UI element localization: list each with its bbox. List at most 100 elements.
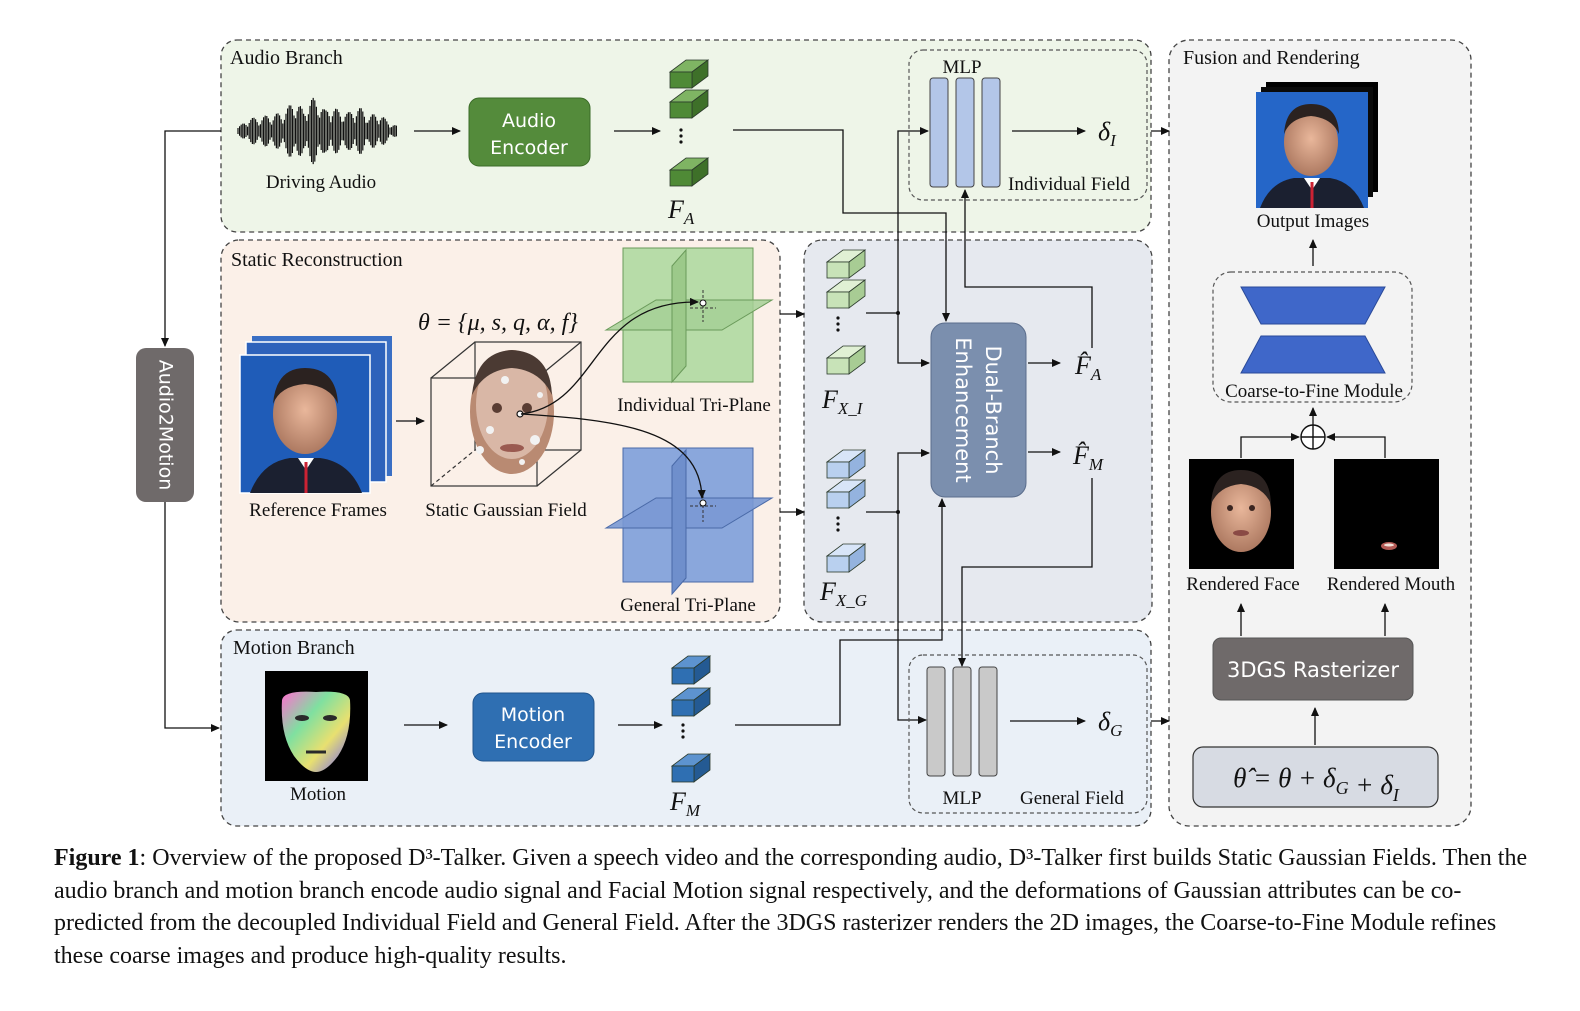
dual-branch-enhancement-box xyxy=(930,322,1027,498)
general-triplane-icon xyxy=(604,447,774,596)
mlp-layer xyxy=(929,77,949,188)
audio2motion-to-motion-line xyxy=(164,502,220,732)
motion-map-image xyxy=(265,671,368,781)
feature-cube xyxy=(670,655,712,685)
figure-caption: Figure 1: Overview of the proposed D³-Ta… xyxy=(54,842,1534,972)
individual-field-box xyxy=(908,49,1148,201)
mlp-bottom-label: MLP xyxy=(942,788,981,809)
fusion-rendering-title: Fusion and Rendering xyxy=(1183,47,1360,69)
rendered-mouth-image xyxy=(1334,459,1439,569)
rasterizer-label: 3DGS Rasterizer xyxy=(1227,658,1399,682)
fm-hat-label: F̂M xyxy=(1072,441,1104,474)
motion-feature-cubes xyxy=(670,655,712,783)
fxi-label: FX_I xyxy=(821,385,864,418)
general-field-label: General Field xyxy=(1020,788,1124,809)
coarse-to-fine-label: Coarse-to-Fine Module xyxy=(1225,381,1403,402)
audio-feature-cubes xyxy=(668,59,710,187)
driving-audio-label: Driving Audio xyxy=(266,172,376,193)
junction-dot xyxy=(896,311,900,315)
rasterizer-box xyxy=(1212,637,1414,701)
waveform-icon xyxy=(237,97,397,165)
mlp-layer xyxy=(981,77,1001,188)
motion-branch-title: Motion Branch xyxy=(233,637,355,659)
mlp-layer xyxy=(952,666,972,777)
architecture-diagram: Audio Branch Static Reconstruction Motio… xyxy=(136,39,1472,827)
audio-encoder-box xyxy=(468,97,591,167)
coarse-to-fine-box xyxy=(1212,271,1413,403)
individual-triplane-icon xyxy=(604,247,774,384)
rendered-mouth-label: Rendered Mouth xyxy=(1327,574,1456,595)
fxg-label: FX_G xyxy=(819,577,867,610)
motion-label: Motion xyxy=(290,784,346,805)
motion-encoder-line1: Motion xyxy=(501,704,565,726)
audio2motion-label: Audio2Motion xyxy=(155,360,177,491)
face-to-sum-line xyxy=(1240,433,1300,458)
audio-to-audio2motion-line xyxy=(161,130,221,347)
ellipsis-dots xyxy=(836,316,840,332)
ellipsis-dots xyxy=(836,516,840,532)
delta-i-label: δI xyxy=(1098,117,1117,150)
fm-to-dual-branch-line xyxy=(735,498,946,726)
motion-encoder-line2: Encoder xyxy=(494,731,572,753)
feature-cube xyxy=(668,59,710,89)
point-to-general-triplane-curve xyxy=(520,413,706,499)
point-to-individual-triplane-curve xyxy=(520,297,699,415)
feature-cube xyxy=(825,279,867,309)
fxi-to-dual-line xyxy=(866,312,930,367)
general-triplane-label: General Tri-Plane xyxy=(620,595,756,616)
output-image xyxy=(1256,92,1368,208)
feature-cube xyxy=(670,687,712,717)
fxg-to-mlp-bottom-line xyxy=(897,512,927,724)
rendered-face-image xyxy=(1189,459,1294,569)
caption-text: : Overview of the proposed D³-Talker. Gi… xyxy=(54,845,1528,969)
fxg-to-dual-line xyxy=(866,449,930,513)
fxi-feature-cubes xyxy=(825,249,867,375)
mlp-layer xyxy=(978,666,998,777)
fa-hat-to-mlp-top-line xyxy=(961,189,1093,348)
sum-icon xyxy=(1300,424,1326,450)
ellipsis-dots xyxy=(681,723,685,739)
feature-cube xyxy=(668,89,710,119)
audio-branch-panel xyxy=(220,39,1152,233)
mouth-to-sum-line xyxy=(1326,433,1386,458)
rendered-face-label: Rendered Face xyxy=(1186,574,1299,595)
motion-feature-label: FM xyxy=(669,787,701,820)
fxg-feature-cubes xyxy=(825,449,867,573)
dual-branch-line2: Enhancement xyxy=(951,337,975,482)
fm-hat-to-mlp-bottom-line xyxy=(958,478,1093,667)
individual-field-label: Individual Field xyxy=(1008,174,1130,195)
static-gaussian-field-label: Static Gaussian Field xyxy=(425,500,587,521)
audio-encoder-line1: Audio xyxy=(502,110,556,132)
feature-cube xyxy=(825,345,867,375)
output-images-label: Output Images xyxy=(1257,211,1369,232)
feature-cube xyxy=(670,753,712,783)
fa-to-dual-branch-line xyxy=(733,129,950,322)
feature-cube xyxy=(825,449,867,479)
junction-dot xyxy=(896,510,900,514)
theta-formula: θ = {μ, s, q, α, f} xyxy=(418,310,578,336)
feature-cube xyxy=(668,157,710,187)
feature-cube xyxy=(825,479,867,509)
individual-triplane-label: Individual Tri-Plane xyxy=(617,395,771,416)
gaussian-cube-icon xyxy=(430,341,582,487)
theta-hat-box xyxy=(1192,746,1439,808)
audio-branch-title: Audio Branch xyxy=(230,47,343,69)
reference-frame-front xyxy=(239,354,371,494)
delta-g-label: δG xyxy=(1098,707,1122,740)
audio2motion-box xyxy=(136,348,194,502)
mlp-top-label: MLP xyxy=(942,57,981,78)
audio-feature-label: FA xyxy=(667,195,695,228)
encoder-trapezoid xyxy=(1240,335,1386,374)
ellipsis-dots xyxy=(679,128,683,144)
fxi-to-mlp-top-line xyxy=(897,127,929,313)
reference-frames-label: Reference Frames xyxy=(249,500,387,521)
caption-label: Figure 1 xyxy=(54,845,140,871)
mlp-layer xyxy=(926,666,946,777)
waveform-path xyxy=(237,97,397,165)
decoder-trapezoid xyxy=(1240,286,1386,325)
static-reconstruction-title: Static Reconstruction xyxy=(231,249,403,271)
theta-hat-formula: θ̂ = θ + δG + δI xyxy=(1233,763,1400,805)
fa-hat-label: F̂A xyxy=(1074,351,1102,384)
general-field-box xyxy=(908,654,1148,814)
audio-encoder-line2: Encoder xyxy=(490,137,568,159)
